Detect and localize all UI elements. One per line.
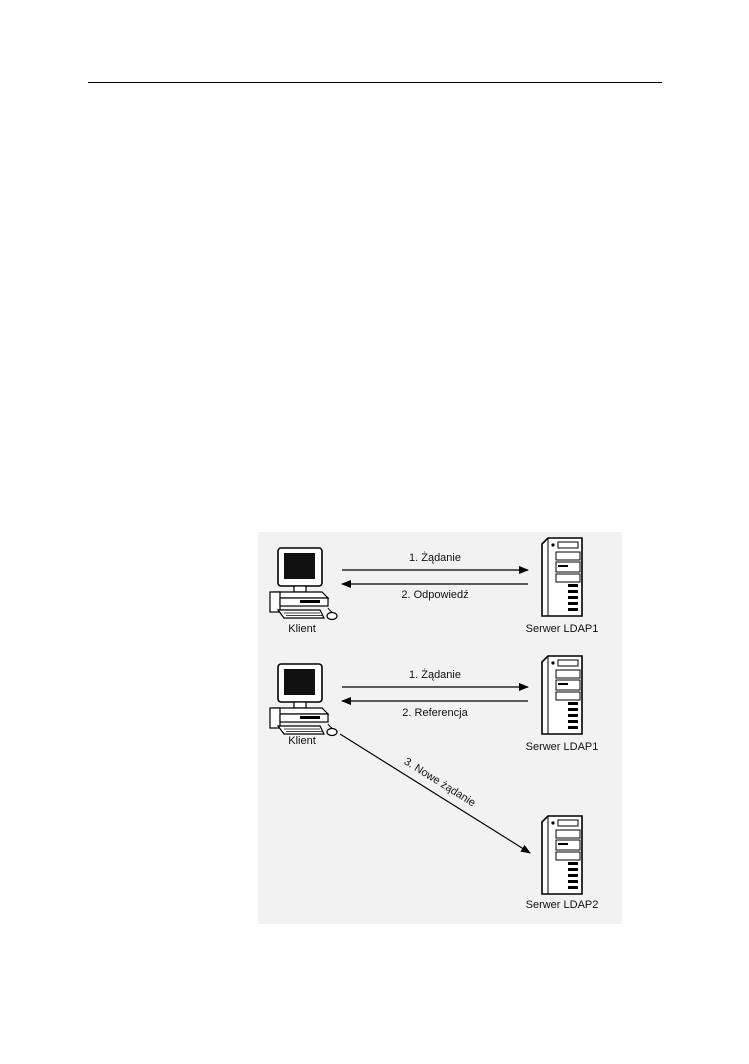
top-response-label: 2. Odpowiedź: [401, 589, 468, 601]
page-header-rule: [88, 82, 662, 83]
ldap-referral-diagram: Klient Serwer LDAP1 1. Żądanie 2. Odpowi…: [258, 532, 622, 924]
top-client-label: Klient: [288, 623, 316, 635]
top-request-label: 1. Żądanie: [409, 551, 461, 564]
bottom-request-label: 1. Żądanie: [409, 668, 461, 681]
new-request-arrow: [339, 733, 531, 854]
server-ldap1-icon: [541, 655, 583, 735]
bottom-server2-label: Serwer LDAP2: [526, 899, 599, 911]
client-computer-icon: [269, 547, 338, 621]
client-computer-icon: [269, 663, 338, 737]
top-server-label: Serwer LDAP1: [526, 623, 599, 635]
server-ldap2-icon: [541, 815, 583, 895]
bottom-referral-label: 2. Referencja: [402, 707, 468, 719]
bottom-client-label: Klient: [288, 735, 316, 747]
diagram-canvas: Klient Serwer LDAP1 1. Żądanie 2. Odpowi…: [269, 537, 599, 911]
server-ldap1-icon: [541, 537, 583, 617]
bottom-server1-label: Serwer LDAP1: [526, 741, 599, 753]
new-request-label: 3. Nowe żądanie: [402, 756, 478, 810]
